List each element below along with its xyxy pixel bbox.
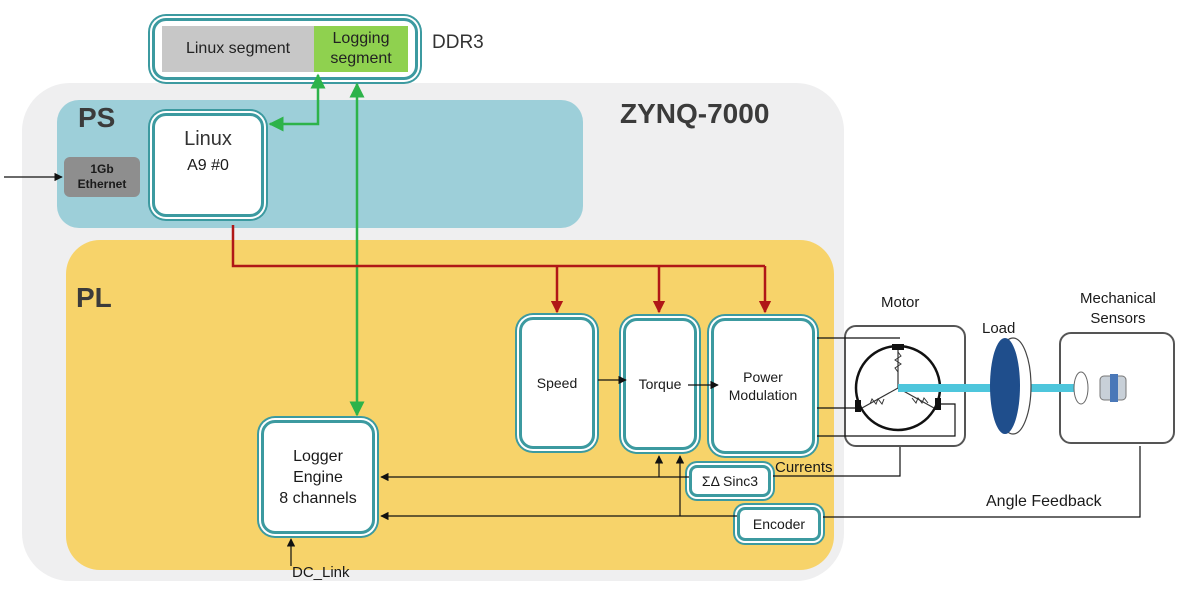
speed-block: Speed <box>519 317 595 449</box>
motor-label: Motor <box>881 294 920 311</box>
linux-to-linux-segment-link <box>268 73 326 132</box>
linux-title: Linux <box>184 128 232 150</box>
power-line-bottom <box>817 403 956 437</box>
sigma-delta-sinc3-block: ΣΔ Sinc3 <box>689 465 771 497</box>
pl-label: PL <box>76 282 112 313</box>
ps-label: PS <box>78 102 116 133</box>
linux-segment: Linux segment <box>162 26 314 72</box>
pl-region <box>66 240 834 570</box>
dc-link-label: DC_Link <box>292 564 350 581</box>
logging-segment: Logging segment <box>314 26 408 72</box>
load-disk-icon <box>990 337 1032 435</box>
load-label: Load <box>982 320 1016 337</box>
power-modulation-block: Power Modulation <box>711 318 815 454</box>
encoder-sensor-icon <box>1073 371 1127 405</box>
angle-feedback-label: Angle Feedback <box>986 493 1102 510</box>
motor-currents-line <box>773 447 901 477</box>
encoder-block: Encoder <box>737 507 821 541</box>
angle-feedback-line <box>823 446 1141 518</box>
logger-engine-block: Logger Engine 8 channels <box>261 420 375 534</box>
ddr3-label: DDR3 <box>432 32 484 53</box>
ethernet-block: 1Gb Ethernet <box>64 157 140 197</box>
linux-a9-block: Linux A9 #0 <box>152 113 264 217</box>
mechanical-sensors-label: Mechanical Sensors <box>1080 290 1156 327</box>
control-bus <box>231 225 765 268</box>
zynq-label: ZYNQ-7000 <box>620 98 770 129</box>
currents-label: Currents <box>775 459 833 476</box>
a9-core-label: A9 #0 <box>187 157 229 174</box>
